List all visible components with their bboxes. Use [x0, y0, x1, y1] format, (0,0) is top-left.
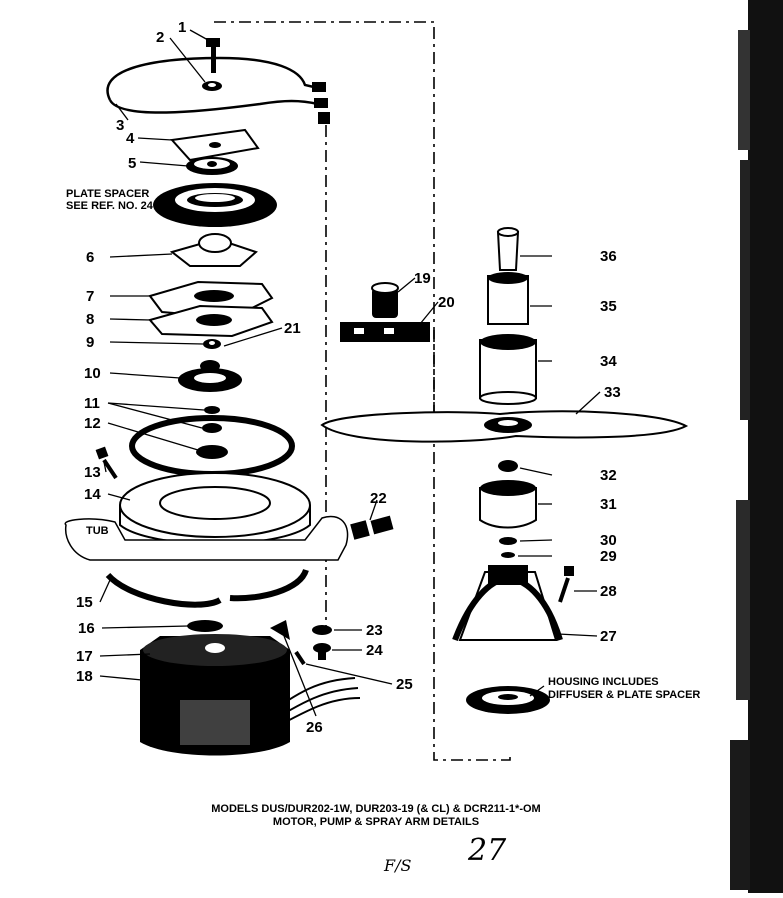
callout-35: 35	[600, 298, 617, 315]
part-17-18-motor	[140, 634, 290, 756]
plate-spacer-note-line1: PLATE SPACER	[66, 188, 149, 200]
part-15-clamp	[105, 568, 309, 608]
plate-spacer-note-line2: SEE REF. NO. 24	[66, 200, 154, 212]
callout-15: 15	[76, 594, 93, 611]
part-31-collar	[479, 480, 537, 529]
callout-12: 12	[84, 415, 101, 432]
part-25-screw	[294, 650, 306, 666]
part-3-heating-element	[106, 56, 330, 124]
callout-10: 10	[84, 365, 101, 382]
callout-4: 4	[126, 130, 135, 147]
caption-title: MOTOR, PUMP & SPRAY ARM DETAILS	[273, 816, 479, 828]
callout-2: 2	[156, 29, 164, 46]
caption-models: MODELS DUS/DUR202-1W, DUR203-19 (& CL) &…	[211, 803, 540, 815]
part-34-cylinder	[479, 334, 537, 405]
part-14-pump-base	[119, 472, 311, 545]
callout-11: 11	[84, 395, 100, 412]
diffuser	[466, 686, 550, 714]
part-28-bolt	[558, 566, 574, 603]
part-19-bushing	[371, 282, 399, 318]
part-9-seal	[203, 339, 221, 349]
callout-14: 14	[84, 486, 101, 503]
callout-29: 29	[600, 548, 617, 565]
part-32-nut	[498, 460, 518, 472]
handwritten-fig: F/S	[383, 856, 411, 875]
assembly-lines	[214, 21, 511, 761]
leader-lines	[99, 29, 601, 717]
callout-1: 1	[178, 19, 186, 36]
callout-25: 25	[396, 676, 413, 693]
part-8-plate	[148, 304, 274, 338]
part-4-cover	[169, 128, 260, 162]
callout-32: 32	[600, 467, 617, 484]
callout-18: 18	[76, 668, 93, 685]
callout-21: 21	[284, 320, 301, 337]
callout-24: 24	[366, 642, 383, 659]
plate-spacer	[153, 183, 277, 227]
tub-label: TUB	[86, 525, 109, 537]
part-33-spray-arm	[320, 410, 689, 443]
part-2-washer	[202, 81, 222, 91]
callout-23: 23	[366, 622, 383, 639]
callout-31: 31	[600, 496, 617, 513]
motor-wires	[259, 677, 361, 737]
callout-34: 34	[600, 353, 617, 370]
callout-16: 16	[78, 620, 95, 637]
callouts: 1 2 3 4 5 PLATE SPACER SEE REF. NO. 24 6…	[66, 19, 700, 736]
part-29-30-washers	[499, 537, 517, 558]
callout-33: 33	[604, 384, 621, 401]
part-35-tube	[487, 272, 529, 325]
callout-26: 26	[306, 719, 323, 736]
callout-22: 22	[370, 490, 387, 507]
housing-note-line2: DIFFUSER & PLATE SPACER	[548, 689, 700, 701]
callout-9: 9	[86, 334, 94, 351]
callout-36: 36	[600, 248, 617, 265]
part-5-impeller	[186, 157, 238, 175]
housing-note-line1: HOUSING INCLUDES	[548, 676, 659, 688]
callout-5: 5	[128, 155, 136, 172]
callout-17: 17	[76, 648, 93, 665]
part-26-bracket	[270, 620, 290, 640]
part-22-filter	[350, 515, 394, 540]
callout-8: 8	[86, 311, 94, 328]
part-16-coupling	[187, 620, 223, 632]
part-23-ring	[312, 625, 332, 635]
part-13-bolt	[95, 446, 118, 480]
part-20-bracket	[340, 322, 430, 342]
callout-27: 27	[600, 628, 617, 645]
callout-7: 7	[86, 288, 94, 305]
callout-30: 30	[600, 532, 617, 549]
part-36-tube-end	[496, 227, 520, 271]
tub-outline	[64, 515, 349, 561]
callout-19: 19	[414, 270, 431, 287]
handwritten-marks: F/S 27	[383, 833, 507, 875]
part-27-housing	[452, 565, 563, 642]
part-10-impeller	[178, 360, 242, 392]
handwritten-page-number: 27	[467, 833, 507, 868]
scan-edge-shadow	[730, 0, 783, 893]
callout-13: 13	[84, 464, 101, 481]
part-6-housing	[169, 233, 258, 267]
callout-3: 3	[116, 117, 124, 134]
figure-caption: MODELS DUS/DUR202-1W, DUR203-19 (& CL) &…	[211, 803, 540, 828]
part-24-ring	[313, 643, 331, 660]
part-1-screw	[206, 38, 220, 73]
callout-6: 6	[86, 249, 94, 266]
callout-20: 20	[438, 294, 455, 311]
callout-28: 28	[600, 583, 617, 600]
